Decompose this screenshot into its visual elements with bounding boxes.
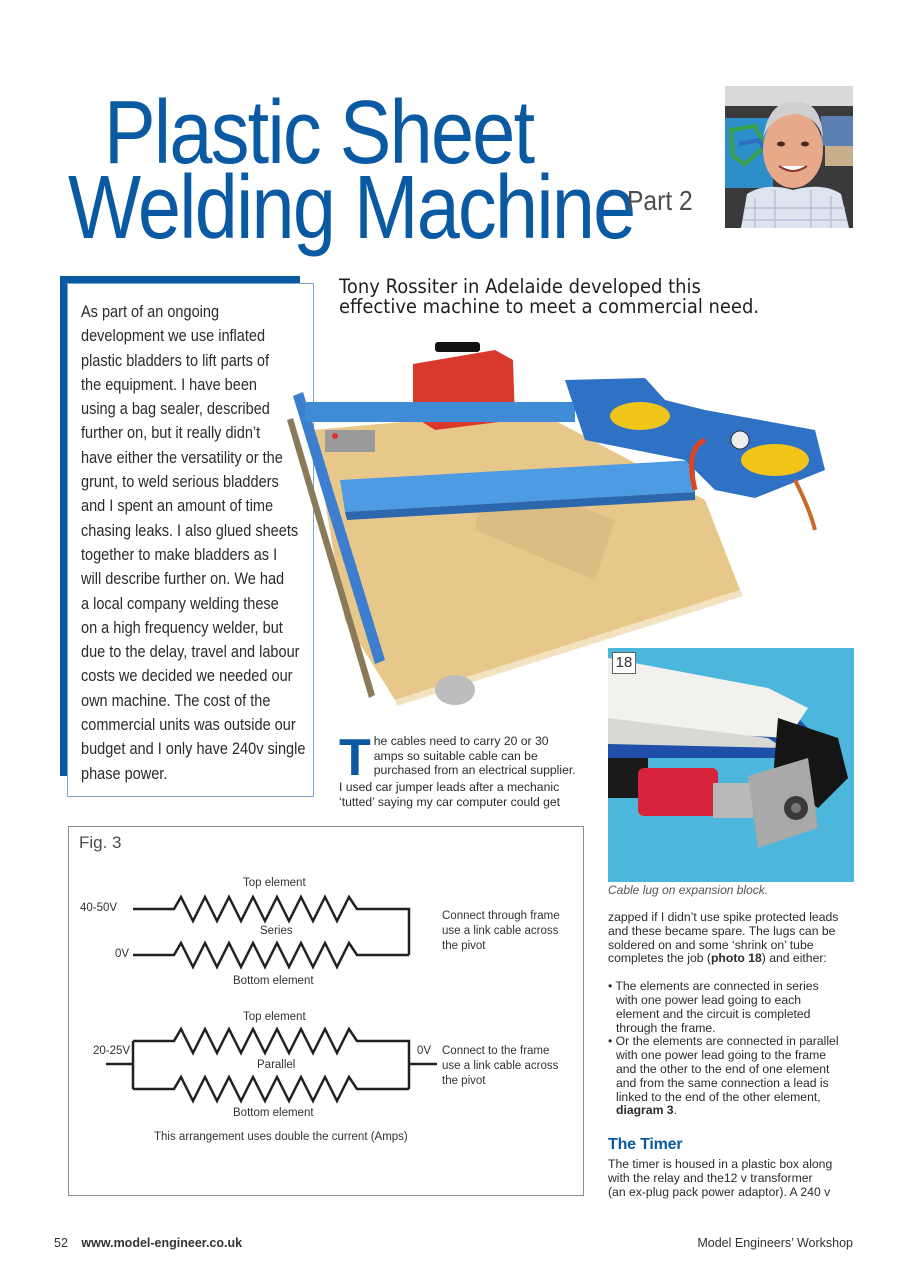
sidebar-line: together to make bladders as I	[81, 545, 278, 564]
series-bottom-label: Bottom element	[233, 975, 314, 987]
body-line: through the frame.	[616, 1020, 716, 1035]
body-line: and from the same connection a lead is	[616, 1075, 829, 1090]
sidebar-line: a local company welding these	[81, 594, 279, 613]
series-top-label: Top element	[243, 877, 306, 889]
standfirst: Tony Rossiter in Adelaide developed this…	[339, 277, 759, 317]
sidebar-line: phase power.	[81, 764, 168, 783]
sidebar-line: costs we decided we needed our	[81, 667, 293, 686]
sidebar-accent-bar	[60, 276, 68, 776]
body-line: linked to the end of the other element,	[616, 1089, 821, 1104]
note-line: use a link cable across	[442, 1060, 559, 1072]
sidebar-line: plastic bladders to lift parts of	[81, 351, 270, 370]
body-line: The timer is housed in a plastic box alo…	[608, 1157, 833, 1171]
sidebar-line: grunt, to weld serious bladders	[81, 473, 279, 492]
magazine-name: Model Engineers’ Workshop	[697, 1236, 853, 1250]
photo-18: 18	[608, 648, 854, 882]
parallel-footnote: This arrangement uses double the current…	[154, 1131, 408, 1143]
text-run: ) and either:	[761, 951, 827, 966]
body-line: (an ex-plug pack power adaptor). A 240 v	[608, 1184, 831, 1199]
sidebar-line: the equipment. I have been	[81, 375, 257, 394]
body-line: with one power lead going to the frame	[616, 1048, 827, 1063]
figure-label: Fig. 3	[79, 833, 122, 852]
body-line: purchased from an electrical supplier.	[373, 763, 576, 778]
series-mid-label: Series	[260, 925, 293, 937]
series-note: Connect through frame use a link cable a…	[442, 909, 560, 954]
body-line: amps so suitable cable can be	[373, 748, 538, 763]
note-line: the pivot	[442, 940, 486, 952]
bullet-item-series: • The elements are connected in series w…	[608, 979, 860, 1035]
text-run: completes the job (	[608, 951, 711, 966]
text-run: .	[673, 1103, 677, 1118]
author-portrait	[725, 86, 853, 228]
body-line: • The elements are connected in series	[608, 979, 819, 994]
body-line: diagram 3.	[608, 1103, 860, 1118]
sidebar-line: due to the delay, travel and labour	[81, 643, 300, 662]
photo-18-caption: Cable lug on expansion block.	[608, 883, 769, 897]
body-line: with the relay and the12 v transformer	[608, 1170, 813, 1185]
parallel-mid-label: Parallel	[257, 1059, 296, 1071]
timer-text: The timer is housed in a plastic box alo…	[608, 1157, 833, 1199]
sidebar-line: chasing leaks. I also glued sheets	[81, 521, 299, 540]
diagram-reference: diagram 3	[616, 1103, 674, 1118]
body-line: soldered on and some ‘shrink on’ tube	[608, 937, 814, 952]
footer-left: 52 www.model-engineer.co.uk	[54, 1236, 242, 1250]
bullet-list: • The elements are connected in series w…	[608, 979, 860, 1118]
body-text-col2: zapped if I didn’t use spike protected l…	[608, 910, 860, 1118]
body-line: and these became spare. The lugs can be	[608, 923, 836, 938]
sidebar-line: using a bag sealer, described	[81, 400, 270, 419]
parallel-top-label: Top element	[243, 1011, 306, 1023]
body-line: element and the circuit is completed	[616, 1006, 811, 1021]
sidebar-line: own machine. The cost of the	[81, 691, 271, 710]
bullet-item-parallel: • Or the elements are connected in paral…	[608, 1035, 860, 1118]
part-label: Part 2	[627, 185, 693, 216]
parallel-voltage-zero: 0V	[417, 1045, 432, 1057]
dropcap: T	[339, 729, 371, 787]
standfirst-line: Tony Rossiter in Adelaide developed this	[339, 275, 701, 298]
photo-number-badge: 18	[612, 652, 636, 674]
circuit-diagram	[106, 894, 437, 1104]
parallel-note: Connect to the frame use a link cable ac…	[442, 1044, 558, 1089]
body-line: zapped if I didn’t use spike protected l…	[608, 910, 839, 924]
body-line: I used car jumper leads after a mechanic	[339, 780, 560, 794]
page-number: 52	[54, 1236, 68, 1250]
sidebar-line: further on, but it really didn’t	[81, 424, 261, 443]
sidebar-line: and I spent an amount of time	[81, 497, 274, 516]
note-line: use a link cable across	[442, 925, 559, 937]
sidebar-line: development we use inflated	[81, 327, 266, 346]
parallel-bottom-label: Bottom element	[233, 1107, 314, 1119]
body-line: with one power lead going to each	[616, 992, 801, 1007]
body-line: • Or the elements are connected in paral…	[608, 1034, 839, 1049]
note-line: the pivot	[442, 1075, 486, 1087]
parallel-voltage-in: 20-25V	[93, 1045, 131, 1057]
figure-3: Fig. 3 Top element 40-50V Series 0V Bott…	[68, 826, 584, 1196]
sidebar-accent-band	[60, 276, 300, 284]
machine-photo	[285, 320, 865, 710]
sidebar-line: will describe further on. We had	[81, 570, 285, 589]
article-title-line1: Plastic Sheet	[104, 83, 535, 183]
body-text-col1: T he cables need to carry 20 or 30 amps …	[339, 729, 589, 809]
sidebar-line: budget and I only have 240v single	[81, 740, 306, 759]
footer-url-link[interactable]: www.model-engineer.co.uk	[81, 1236, 243, 1250]
note-line: Connect through frame	[442, 910, 560, 922]
sidebar-line: commercial units was outside our	[81, 716, 296, 735]
body-line: completes the job (photo 18) and either:	[608, 951, 860, 966]
series-voltage-in: 40-50V	[80, 902, 118, 914]
body-line: he cables need to carry 20 or 30	[373, 734, 549, 748]
intro-sidebar-box	[67, 283, 314, 797]
section-heading-timer: The Timer	[608, 1136, 683, 1153]
intro-sidebar-text: As part of an ongoing development we use…	[81, 300, 306, 786]
body-line: ‘tutted’ saying my car computer could ge…	[339, 794, 561, 809]
article-title-line2: Welding Machine	[68, 158, 636, 258]
note-line: Connect to the frame	[442, 1045, 550, 1057]
photo-reference: photo 18	[710, 951, 762, 966]
standfirst-line: effective machine to meet a commercial n…	[339, 295, 760, 318]
sidebar-line: have either the versatility or the	[81, 448, 283, 467]
series-voltage-zero: 0V	[115, 948, 130, 960]
body-line: and the other to the end of one element	[616, 1061, 830, 1076]
sidebar-line: As part of an ongoing	[81, 303, 220, 321]
sidebar-line: on a high frequency welder, but	[81, 618, 283, 637]
